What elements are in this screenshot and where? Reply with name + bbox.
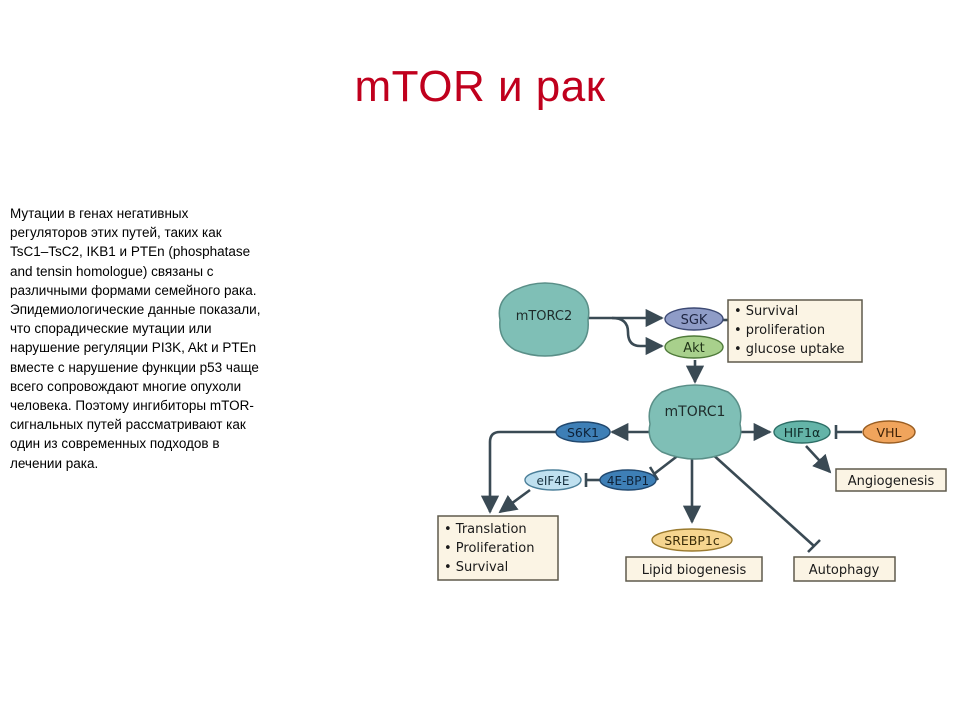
arrow-eif4e-translation: [498, 488, 531, 514]
4ebp1-label: 4E-BP1: [607, 474, 649, 488]
outcome-proliferation-2: • Proliferation: [444, 541, 534, 556]
mtorc2-label: mTORC2: [516, 309, 573, 324]
vhl-node: VHL: [862, 420, 916, 444]
s6k1-label: S6K1: [567, 425, 599, 440]
body-line: один из современных подходов в: [10, 436, 220, 452]
autophagy-box: Autophagy: [793, 556, 896, 582]
translation-outcome-box: • Translation • Proliferation • Survival: [437, 515, 559, 581]
4ebp1-node: 4E-BP1: [599, 469, 657, 491]
body-line: Эпидемиологические данные показали,: [10, 302, 261, 318]
outcome-survival: • Survival: [734, 304, 798, 319]
survival-outcome-box: • Survival • proliferation • glucose upt…: [727, 299, 863, 363]
sgk-label: SGK: [681, 313, 708, 328]
inhibit-mtorc1-autophagy: [709, 451, 815, 547]
autophagy-label: Autophagy: [809, 563, 880, 578]
vhl-label: VHL: [877, 425, 902, 440]
arrow-mtorc2-akt: [611, 316, 664, 356]
eif4e-node: eIF4E: [524, 469, 582, 491]
inhibit-bar-4ebp1: [648, 466, 660, 481]
body-text: Мутации в генах негативных регуляторов э…: [10, 204, 315, 473]
body-line: сигнальных путей рассматривают как: [10, 417, 246, 433]
hif1a-label: HIF1α: [784, 425, 820, 440]
body-line: человека. Поэтому ингибиторы mTOR-: [10, 398, 254, 414]
connectors: [480, 308, 862, 553]
slide-title: mTOR и рак: [354, 62, 606, 111]
body-line: and tensin homologue) связаны с: [10, 263, 214, 279]
arrow-s6k1-translation: [480, 430, 556, 514]
angiogenesis-box: Angiogenesis: [835, 468, 947, 492]
sgk-node: SGK: [664, 307, 724, 331]
body-line: что спорадические мутации или: [10, 321, 212, 337]
mtorc2-complex: mTORC2: [498, 282, 590, 357]
srebp1c-label: SREBP1c: [664, 533, 720, 548]
inhibit-bar-autophagy: [807, 539, 821, 553]
akt-label: Akt: [683, 341, 705, 356]
body-line: нарушение регуляции PI3K, Akt и PTEn: [10, 340, 257, 356]
s6k1-node: S6K1: [555, 421, 611, 443]
angiogenesis-label: Angiogenesis: [848, 474, 935, 489]
arrow-hif1a-angiogenesis: [805, 445, 832, 474]
outcome-translation: • Translation: [444, 522, 527, 537]
body-line: всего сопровождают многие опухоли: [10, 378, 242, 394]
hif1a-node: HIF1α: [773, 420, 831, 444]
mtorc1-label: mTORC1: [665, 404, 726, 420]
srebp1c-node: SREBP1c: [651, 528, 733, 552]
mtorc1-complex: mTORC1: [648, 384, 742, 460]
outcome-survival-2: • Survival: [444, 560, 508, 575]
body-line: лечении рака.: [10, 455, 99, 471]
body-line: TsC1–TsC2, IKB1 и PTEn (phosphatase: [10, 244, 251, 260]
body-line: регуляторов этих путей, таких как: [10, 225, 222, 241]
akt-node: Akt: [664, 335, 724, 359]
body-line: вместе с нарушение функции p53 чаще: [10, 359, 259, 375]
eif4e-label: eIF4E: [536, 474, 569, 488]
body-line: Мутации в генах негативных: [10, 206, 189, 221]
lipid-biogenesis-box: Lipid biogenesis: [625, 556, 763, 582]
outcome-proliferation: • proliferation: [734, 323, 825, 338]
outcome-glucose-uptake: • glucose uptake: [734, 342, 845, 357]
lipid-biogenesis-label: Lipid biogenesis: [642, 563, 747, 578]
body-line: различными формами семейного рака.: [10, 282, 257, 298]
